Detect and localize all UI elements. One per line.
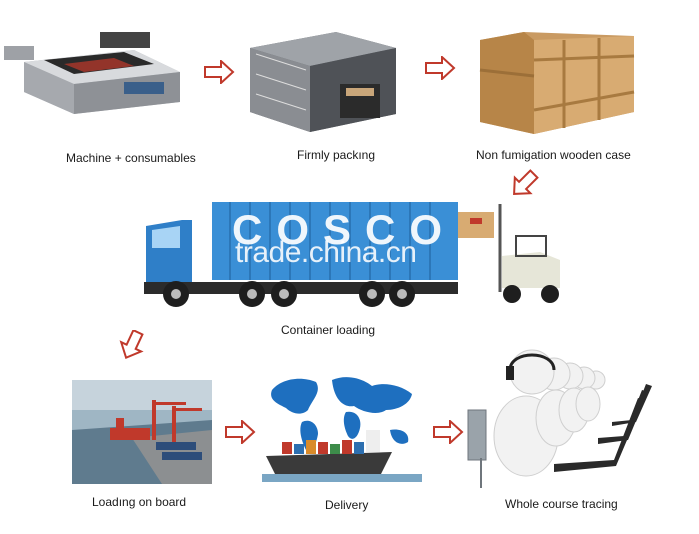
arrow-right-icon	[225, 420, 256, 444]
step-caption-packing: Firmly packıng	[297, 148, 376, 162]
arrow-right-icon	[204, 60, 235, 84]
step-caption-machine: Machine + consumables	[66, 151, 196, 165]
step-caption-container-loading: Container loading	[281, 323, 376, 337]
world-map-ship-image	[262, 377, 422, 482]
container-truck-image	[144, 202, 560, 307]
step-caption-delivery: Delivery	[325, 498, 369, 512]
packed-machines-image	[250, 32, 396, 132]
wooden-case-image	[479, 32, 635, 134]
arrow-right-icon	[425, 56, 456, 80]
watermark-text: trade.china.cn	[235, 236, 417, 269]
arrow-down-icon	[119, 330, 144, 360]
container-brand-text: COSCO	[232, 206, 457, 253]
port-loading-image	[72, 380, 212, 484]
step-caption-wooden-case: Non fumigation wooden case	[476, 148, 631, 162]
step-caption-whole-course-tracing: Whole course tracing	[505, 497, 618, 511]
uv-printer-machine-image	[4, 32, 180, 114]
arrow-right-icon	[433, 420, 464, 444]
customer-service-operators-image	[467, 349, 652, 488]
arrow-down-left-icon	[513, 169, 539, 195]
step-caption-loading-on-board: Loadıng on board	[92, 495, 187, 509]
